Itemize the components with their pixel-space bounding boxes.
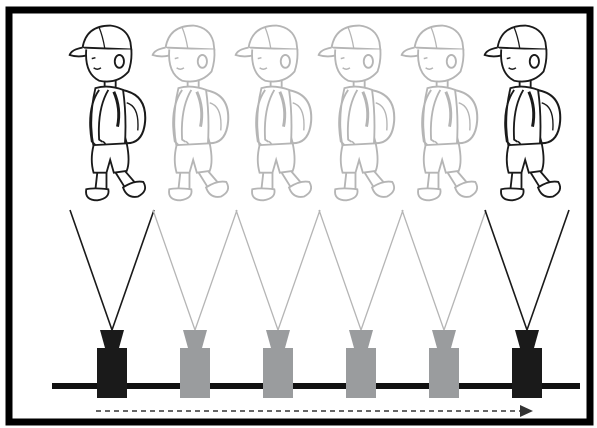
camera-body-2 [180,348,210,398]
camera-body-5 [429,348,459,398]
camera-body-1 [97,348,127,398]
camera-body-3 [263,348,293,398]
camera-body-6 [512,348,542,398]
camera-body-4 [346,348,376,398]
